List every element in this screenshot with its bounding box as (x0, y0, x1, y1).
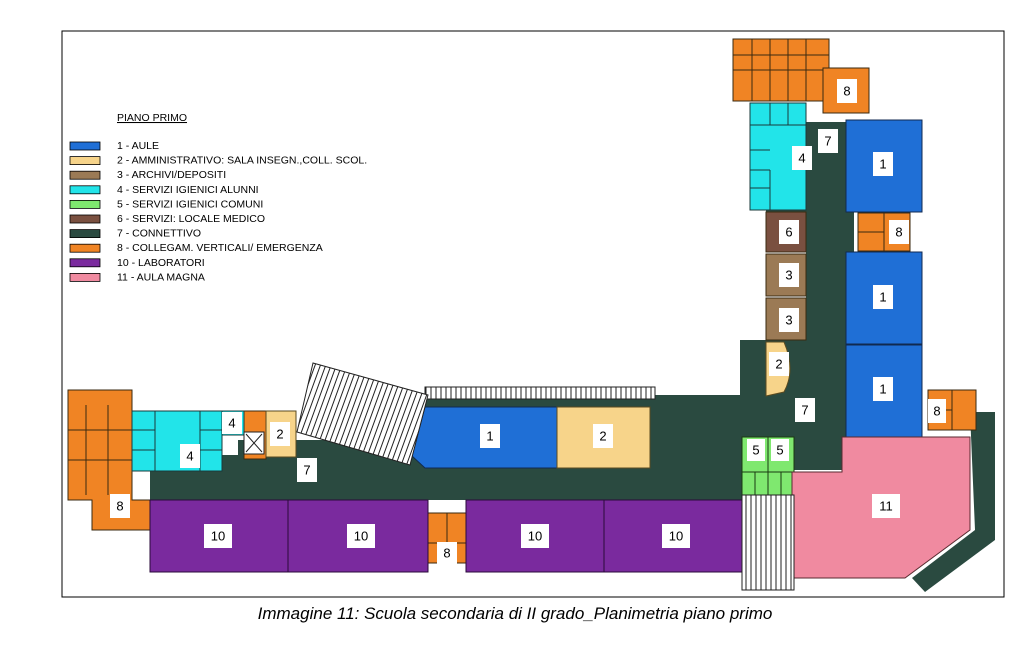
figure-caption: Immagine 11: Scuola secondaria di II gra… (257, 604, 773, 623)
room-label: 1 (879, 290, 886, 305)
room-label: 2 (276, 427, 283, 442)
legend-label: 4 - SERVIZI IGIENICI ALUNNI (117, 184, 259, 196)
stair-grid-lines (68, 39, 953, 544)
room-label: 8 (443, 546, 450, 561)
toilets-left (131, 410, 223, 472)
legend-swatch (69, 229, 101, 239)
room-label: 3 (785, 313, 792, 328)
room-label: 11 (879, 499, 893, 514)
room-label: 7 (824, 134, 831, 149)
legend-swatch (69, 214, 101, 224)
legend-items: 1 - AULE 2 - AMMINISTRATIVO: SALA INSEGN.… (69, 140, 367, 283)
room-labels: 1 1 1 1 2 2 2 3 3 4 4 4 5 5 6 7 7 7 8 8 … (110, 79, 946, 564)
legend-swatch (69, 156, 101, 166)
room-label: 10 (211, 529, 225, 544)
room-label: 5 (752, 443, 759, 458)
legend-label: 5 - SERVIZI IGIENICI COMUNI (117, 198, 263, 210)
legend-swatch (69, 258, 101, 268)
floor-plan: 1 1 1 1 2 2 2 3 3 4 4 4 5 5 6 7 7 7 8 8 … (61, 30, 1005, 598)
room-label: 2 (599, 429, 606, 444)
toilet-partitions (132, 103, 806, 471)
room-label: 10 (354, 529, 368, 544)
room-label: 7 (303, 463, 310, 478)
room-label: 8 (843, 84, 850, 99)
room-label: 6 (785, 225, 792, 240)
legend-title: PIANO PRIMO (117, 112, 187, 124)
legend-swatch (69, 199, 101, 209)
room-label: 10 (528, 529, 542, 544)
room-label: 2 (775, 357, 782, 372)
legend-label: 6 - SERVIZI: LOCALE MEDICO (117, 213, 265, 225)
stair-strip-top (424, 386, 656, 400)
room-label: 8 (895, 225, 902, 240)
legend-label: 8 - COLLEGAM. VERTICALI/ EMERGENZA (117, 242, 323, 254)
legend-label: 7 - CONNETTIVO (117, 228, 201, 240)
legend-label: 3 - ARCHIVI/DEPOSITI (117, 169, 226, 181)
room-label: 10 (669, 529, 683, 544)
room-label: 8 (933, 404, 940, 419)
stair-diagonal (296, 362, 429, 466)
room-label: 4 (228, 416, 235, 431)
room-label: 4 (186, 449, 193, 464)
legend-label: 11 - AULA MAGNA (117, 271, 205, 283)
room-label: 8 (116, 499, 123, 514)
legend-swatch (69, 170, 101, 180)
legend-swatch (69, 243, 101, 253)
legend-swatch (69, 272, 101, 282)
room-label: 4 (798, 151, 805, 166)
legend: PIANO PRIMO 1 - AULE 2 - AMMINISTRATIVO: … (69, 112, 367, 283)
room-label: 3 (785, 268, 792, 283)
legend-label: 10 - LABORATORI (117, 257, 205, 269)
room-label: 1 (879, 157, 886, 172)
legend-swatch (69, 185, 101, 195)
legend-label: 2 - AMMINISTRATIVO: SALA INSEGN.,COLL. S… (117, 155, 367, 167)
legend-swatch (69, 141, 101, 151)
room-label: 7 (801, 403, 808, 418)
legend-label: 1 - AULE (117, 140, 159, 152)
stair-ramp-bottom (741, 494, 795, 591)
room-label: 1 (879, 382, 886, 397)
room-label: 5 (776, 443, 783, 458)
room-label: 1 (486, 429, 493, 444)
elevator-cross (245, 433, 263, 453)
common-toilet-partitions (742, 437, 794, 495)
